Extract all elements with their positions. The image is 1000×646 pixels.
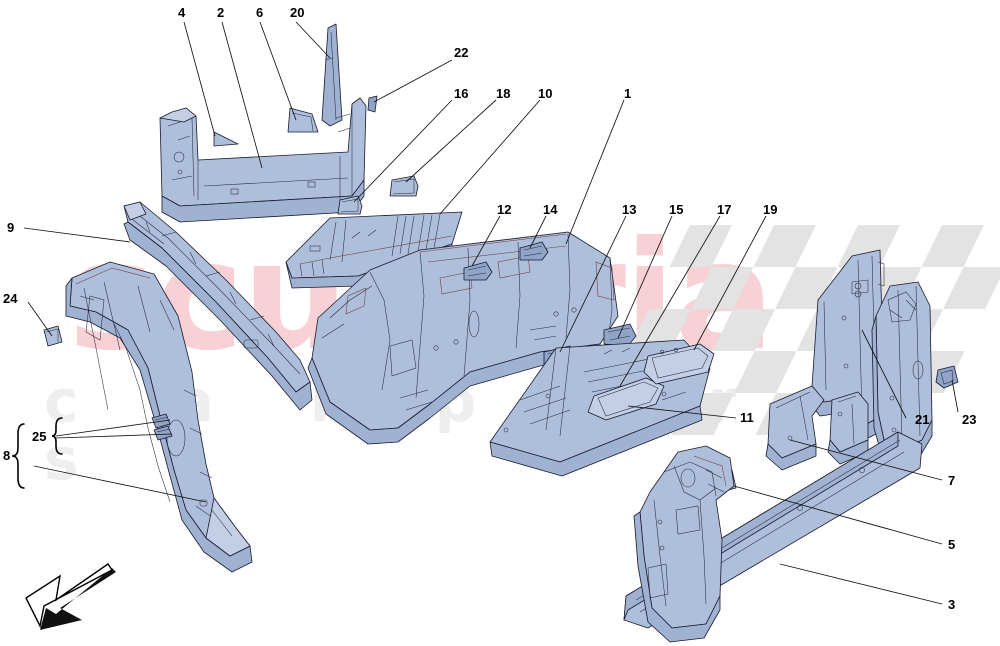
callout-label-23[interactable]: 23 [962,412,977,427]
part-9-curved-beam [123,201,313,411]
callout-label-18[interactable]: 18 [496,86,511,101]
part-11-pad [587,377,665,421]
callout-label-16[interactable]: 16 [454,86,469,101]
callout-label-24[interactable]: 24 [3,291,18,306]
part-15-pad-upper [643,343,715,385]
part-22-shape [367,95,378,113]
callout-label-25[interactable]: 25 [32,429,47,444]
callout-label-20[interactable]: 20 [290,5,305,20]
callout-label-12[interactable]: 12 [497,202,512,217]
bracket-group-25 [51,417,63,455]
callout-label-9[interactable]: 9 [7,220,15,235]
callout-label-3[interactable]: 3 [948,597,956,612]
callout-label-5[interactable]: 5 [948,537,956,552]
part-1-central-tunnel [307,231,619,445]
part-15-rear-floor-panel [489,339,715,477]
callout-label-21[interactable]: 21 [915,412,930,427]
callout-label-15[interactable]: 15 [669,202,684,217]
callout-label-8[interactable]: 8 [3,448,11,463]
part-6-shape [287,107,319,133]
part-2-shape [213,131,239,147]
callout-label-14[interactable]: 14 [543,202,558,217]
callout-label-2[interactable]: 2 [217,5,225,20]
callout-label-7[interactable]: 7 [948,473,956,488]
part-19-clip-shape [603,323,637,347]
callout-label-17[interactable]: 17 [717,202,732,217]
part-10-floor-panel [285,211,463,289]
part-20-shape [321,23,343,127]
part-4-front-crossmember [159,97,367,223]
callout-label-13[interactable]: 13 [622,202,637,217]
part-lower-a-pillar-assembly [633,445,735,643]
callout-label-6[interactable]: 6 [256,5,264,20]
callout-label-10[interactable]: 10 [538,86,553,101]
bracket-group-8 [11,423,25,489]
callout-label-1[interactable]: 1 [624,86,632,101]
callout-label-11[interactable]: 11 [740,410,754,425]
callout-label-4[interactable]: 4 [178,5,186,20]
callout-label-22[interactable]: 22 [454,45,469,60]
part-12-shape [463,261,493,281]
part-7-gusset-plates [765,385,869,471]
part-14-shape [519,241,549,261]
part-18-shape [389,175,419,197]
callout-label-19[interactable]: 19 [763,202,778,217]
